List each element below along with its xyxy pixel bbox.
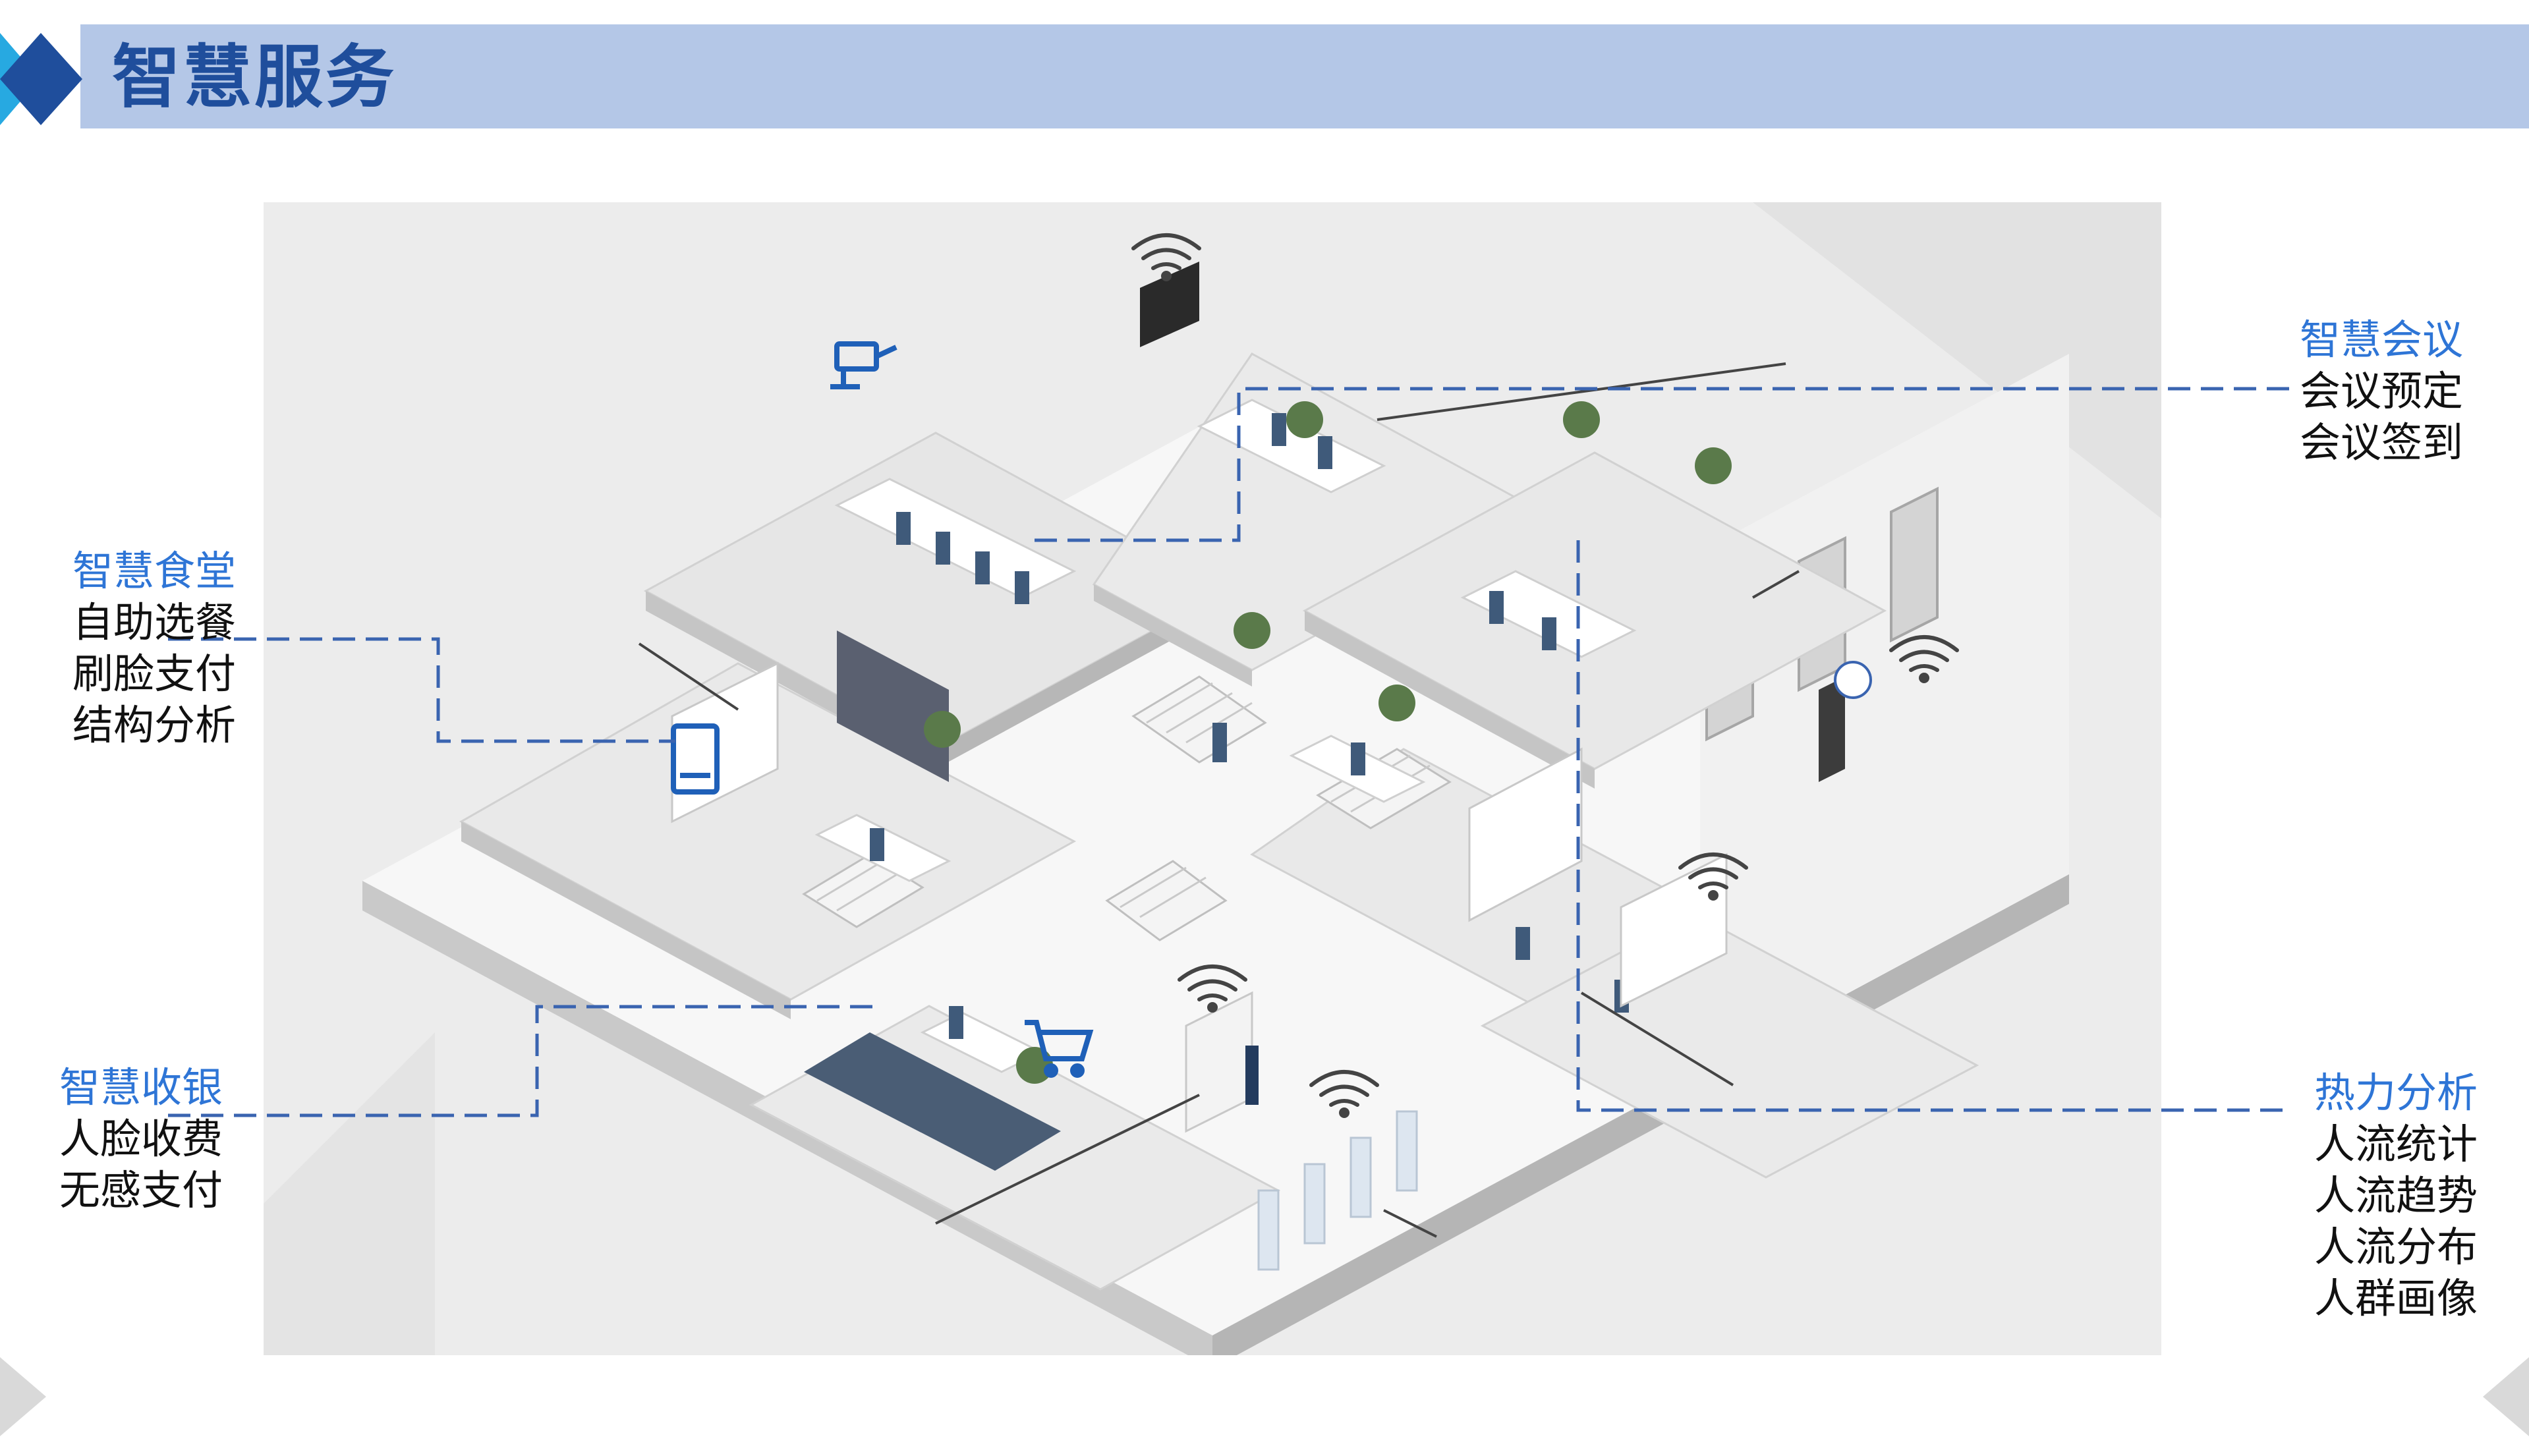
wifi-icon [1131,233,1959,1107]
header-band [80,24,2529,128]
callout-canteen: 智慧食堂 自助选餐 刷脸支付 结构分析 [72,546,236,751]
callout-item: 人流趋势 [2314,1171,2478,1219]
callout-title: 智慧食堂 [72,547,237,595]
corner-arrow-right [2483,1357,2529,1436]
callout-item: 会议签到 [2300,418,2464,466]
callout-meeting: 智慧会议 会议预定 会议签到 [2300,314,2463,468]
camera-icon [830,341,897,389]
callout-item: 无感支付 [59,1166,223,1214]
callout-item: 人流分布 [2314,1223,2478,1271]
callout-item: 会议预定 [2300,367,2464,415]
callout-title: 智慧收银 [59,1063,223,1111]
callout-title: 智慧会议 [2300,316,2464,364]
callout-heatmap: 热力分析 人流统计 人流趋势 人流分布 人群画像 [2267,1067,2478,1324]
corner-arrow-left [0,1357,46,1436]
diamond-icon [0,33,82,125]
callout-item: 刷脸支付 [72,650,237,698]
shopping-cart-icon [1025,1020,1094,1078]
callout-item: 人脸收费 [59,1115,223,1163]
callout-item: 人流统计 [2314,1120,2478,1168]
tablet-icon [671,723,720,795]
page-title: 智慧服务 [112,37,397,117]
callout-item: 人群画像 [2314,1274,2478,1322]
smart-building-illustration [264,202,2161,1355]
callout-title: 热力分析 [2314,1069,2478,1117]
callout-item: 结构分析 [72,701,237,749]
callout-cashier: 智慧收银 人脸收费 无感支付 [59,1062,223,1216]
callout-item: 自助选餐 [72,598,237,646]
